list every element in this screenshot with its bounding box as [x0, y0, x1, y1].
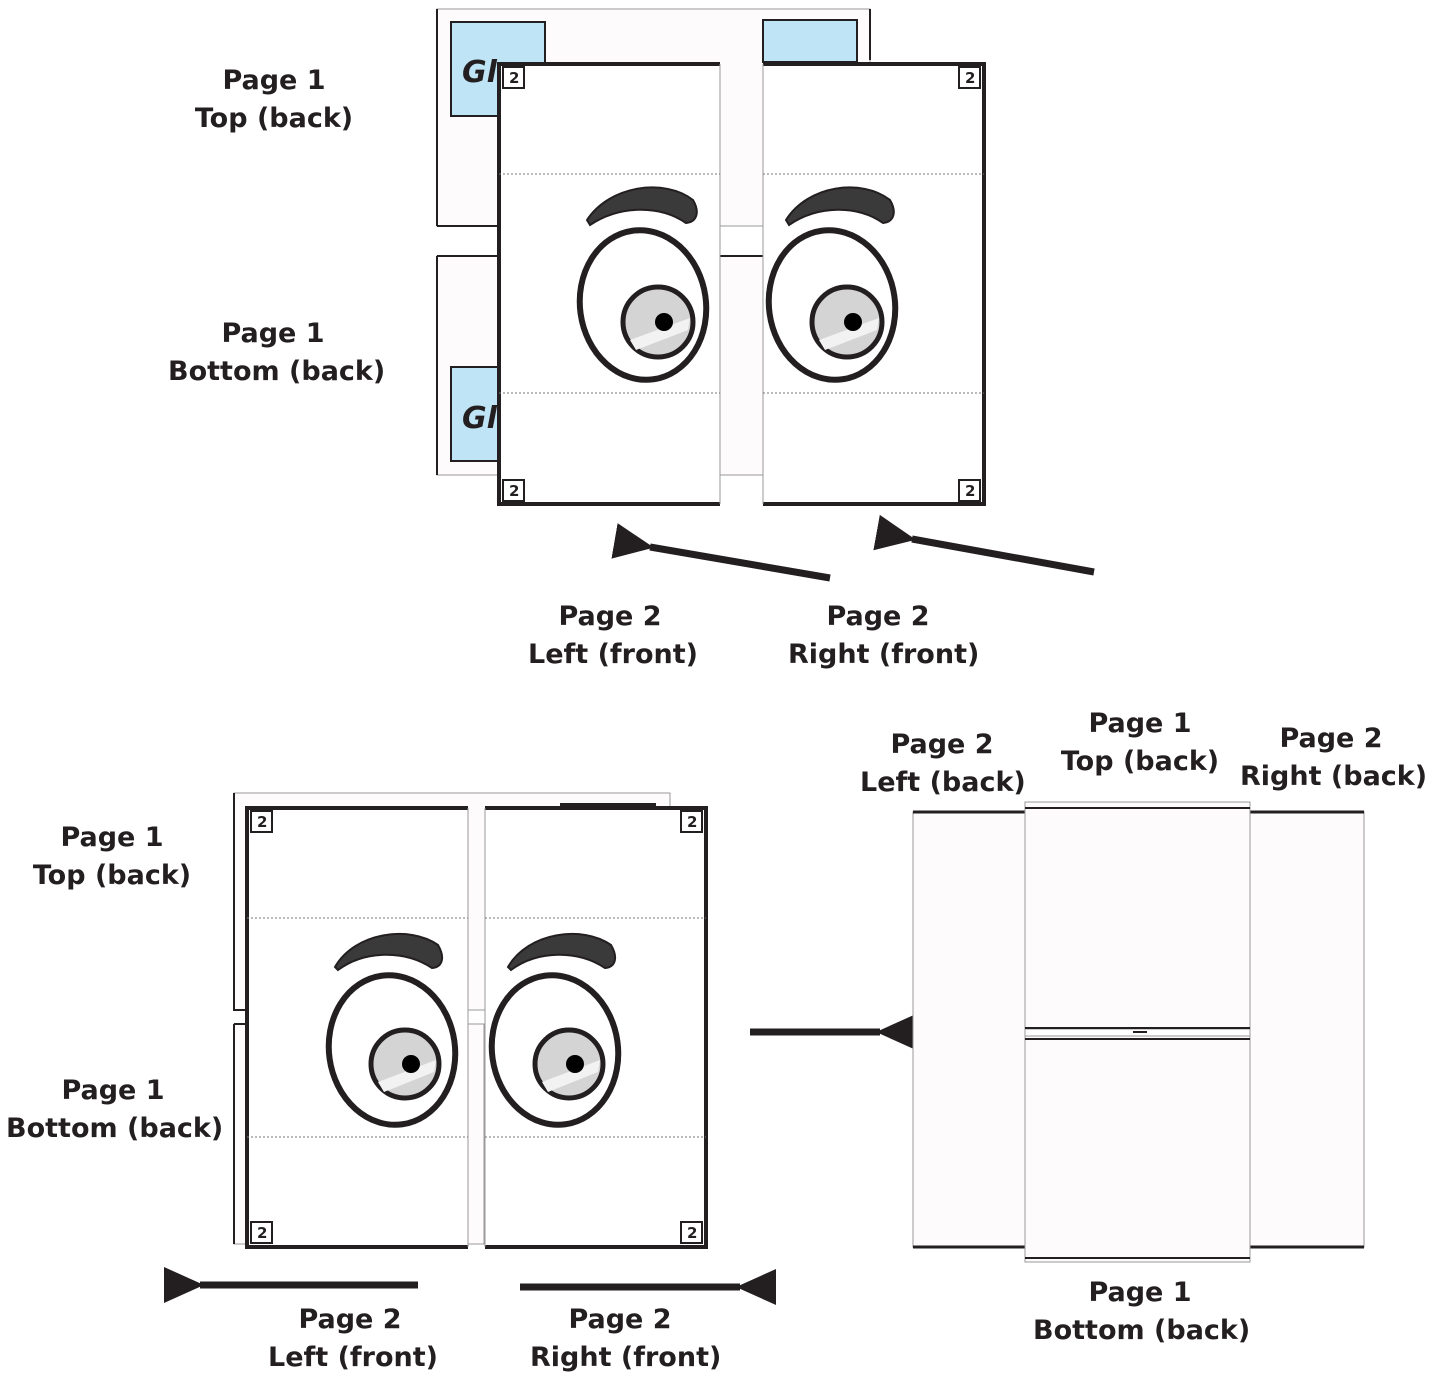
- svg-text:2: 2: [965, 482, 975, 500]
- right-eye: [765, 186, 899, 383]
- label-step1-page1-top: Page 1 Top (back): [194, 65, 354, 134]
- step1: Gl Gl 2 2 2: [436, 8, 1095, 582]
- result-page2-left-back: [912, 811, 1026, 1248]
- label-step3-page2-right: Page 2 Right (back): [1240, 723, 1428, 792]
- label-step1-page2-right: Page 2 Right (front): [788, 601, 980, 670]
- label-step2-page2-left: Page 2 Left (front): [268, 1304, 438, 1373]
- svg-text:Gl: Gl: [462, 401, 498, 436]
- arrow-step1-left: [611, 523, 831, 582]
- label-step3-page1-bottom: Page 1 Bottom (back): [1033, 1277, 1251, 1346]
- label-step2-page1-top: Page 1 Top (back): [32, 822, 192, 891]
- svg-text:2: 2: [509, 482, 519, 500]
- label-step2-page1-bottom: Page 1 Bottom (back): [6, 1075, 224, 1144]
- step2-left-eye: [325, 933, 459, 1128]
- result-page2-right-back: [1249, 811, 1365, 1248]
- result-page1-top-back: [1024, 801, 1251, 1030]
- step2-right-eye: [488, 933, 622, 1128]
- label-step1-page1-bottom: Page 1 Bottom (back): [168, 318, 386, 387]
- arrow-step1-right: [873, 514, 1095, 576]
- svg-text:2: 2: [687, 1224, 697, 1242]
- svg-text:2: 2: [257, 1224, 267, 1242]
- label-step3-page1-top: Page 1 Top (back): [1060, 708, 1220, 777]
- glue-tab-top-right: [762, 19, 858, 63]
- left-eye: [576, 186, 710, 383]
- result-page1-bottom-back: [1024, 1035, 1251, 1263]
- step3-result: [912, 801, 1365, 1263]
- svg-text:2: 2: [687, 813, 697, 831]
- svg-text:2: 2: [509, 69, 519, 87]
- svg-text:2: 2: [965, 69, 975, 87]
- step2: 2 2 2 2: [164, 792, 776, 1305]
- label-step3-page2-left: Page 2 Left (back): [860, 729, 1026, 798]
- svg-text:Gl: Gl: [462, 55, 498, 90]
- svg-text:2: 2: [257, 813, 267, 831]
- label-step1-page2-left: Page 2 Left (front): [528, 601, 698, 670]
- label-step2-page2-right: Page 2 Right (front): [530, 1304, 722, 1373]
